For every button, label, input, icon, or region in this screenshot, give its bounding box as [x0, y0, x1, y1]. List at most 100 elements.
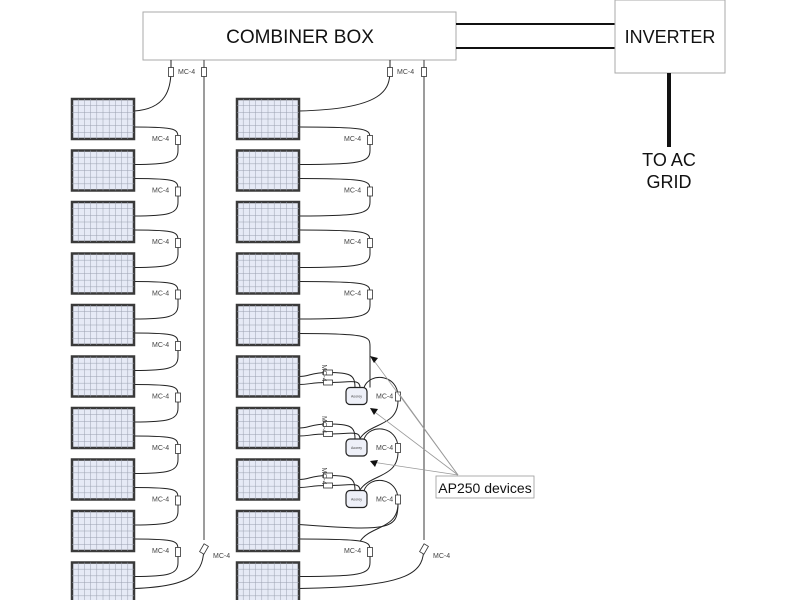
mc4-connector — [367, 135, 373, 145]
grid-label-line2: GRID — [647, 172, 692, 192]
mc4-connector — [201, 67, 207, 77]
wire — [363, 428, 399, 449]
mc4-label: MC-4 — [320, 416, 327, 433]
mc4-label: MC-4 — [152, 445, 169, 452]
wire — [363, 479, 399, 500]
solar-panel — [70, 303, 136, 347]
solar-panel — [70, 509, 136, 553]
solar-panel — [70, 458, 136, 501]
solar-panel — [235, 509, 301, 553]
mc4-connector — [323, 482, 333, 489]
mc4-connector — [419, 543, 429, 555]
mc4-label: MC-4 — [152, 136, 169, 143]
solar-panel — [70, 406, 136, 450]
wire — [133, 126, 179, 165]
solar-panel — [235, 149, 301, 192]
microinverter: Aoorey — [345, 386, 368, 406]
mc4-label: MC-4 — [376, 445, 393, 452]
wire — [133, 281, 179, 320]
solar-panel — [235, 200, 301, 244]
mc4-label: MC-4 — [433, 553, 450, 560]
wire — [133, 435, 179, 474]
mc4-connector — [323, 379, 333, 386]
mc4-label: MC-4 — [152, 497, 169, 504]
mc4-label: MC-4 — [376, 394, 393, 401]
wire — [298, 126, 371, 165]
mc4-connector — [367, 547, 373, 557]
wire — [133, 60, 172, 112]
solar-panel — [70, 561, 136, 600]
ap250-callout: AP250 devices — [370, 356, 535, 499]
wire — [359, 400, 399, 439]
wire — [298, 503, 399, 529]
mc4-connector — [367, 289, 373, 300]
microinverter: Aoorey — [345, 489, 368, 509]
solar-panel — [235, 458, 301, 501]
combiner-box: COMBINER BOX — [142, 11, 457, 61]
mc4-connector — [323, 369, 333, 376]
mc4-label: MC-4 — [152, 394, 169, 401]
mc4-connector — [323, 421, 333, 427]
mc4-label: MC-4 — [344, 136, 361, 143]
mc4-connector — [323, 431, 333, 437]
mc4-connector — [367, 186, 373, 197]
mc4-connector — [175, 341, 181, 351]
wire — [298, 333, 371, 388]
microinverter-label: Aoorey — [351, 498, 362, 502]
mc4-connector — [421, 67, 427, 77]
solar-panel — [70, 97, 136, 141]
mc4-connector — [367, 238, 373, 248]
mc4-connector — [175, 495, 181, 506]
wire — [133, 332, 179, 371]
inverter-label: INVERTER — [625, 27, 716, 47]
mc4-label: MC-4 — [152, 342, 169, 349]
wire — [298, 538, 371, 577]
solar-panel — [235, 406, 301, 450]
solar-panel — [70, 200, 136, 244]
solar-panel — [235, 252, 301, 295]
mc4-label: MC-4 — [213, 553, 230, 560]
wire — [133, 384, 179, 423]
mc4-connector — [175, 547, 181, 557]
wire — [133, 178, 179, 217]
wire — [298, 60, 391, 112]
mc4-connector — [199, 543, 209, 555]
solar-panel — [70, 355, 136, 398]
mc4-label: MC-4 — [344, 548, 361, 555]
mc4-label: MC-4 — [397, 69, 414, 76]
mc4-connector — [175, 238, 181, 248]
mc4-label: MC-4 — [320, 365, 327, 382]
mc4-label: MC-4 — [178, 69, 195, 76]
mc4-label: MC-4 — [344, 188, 361, 195]
mc4-label: MC-4 — [152, 291, 169, 298]
microinverter-label: Aoorey — [351, 395, 362, 399]
wire — [298, 178, 371, 217]
mc4-connector — [175, 289, 181, 300]
mc4-connector — [175, 135, 181, 145]
microinverter: Aoorey — [345, 438, 368, 457]
wire — [133, 229, 179, 268]
wire — [298, 544, 425, 589]
mc4-label: MC-4 — [344, 291, 361, 298]
mc4-connector — [387, 67, 393, 77]
mc4-connector — [175, 444, 181, 454]
wire — [133, 538, 179, 577]
wire — [298, 229, 371, 268]
mc4-connector — [175, 186, 181, 197]
callout-label: AP250 devices — [438, 480, 531, 496]
mc4-connector — [395, 494, 401, 505]
mc4-connector — [323, 472, 333, 479]
inverter-box: INVERTER — [614, 0, 726, 74]
solar-panels — [70, 97, 301, 600]
wire — [133, 487, 179, 526]
mc4-label: MC-4 — [152, 188, 169, 195]
wire — [298, 281, 371, 320]
mc4-label: MC-4 — [152, 548, 169, 555]
mc4-label: MC-4 — [376, 497, 393, 504]
solar-panel — [70, 252, 136, 295]
wire — [359, 451, 399, 491]
grid-label-line1: TO AC — [642, 150, 696, 170]
wire — [363, 376, 399, 397]
